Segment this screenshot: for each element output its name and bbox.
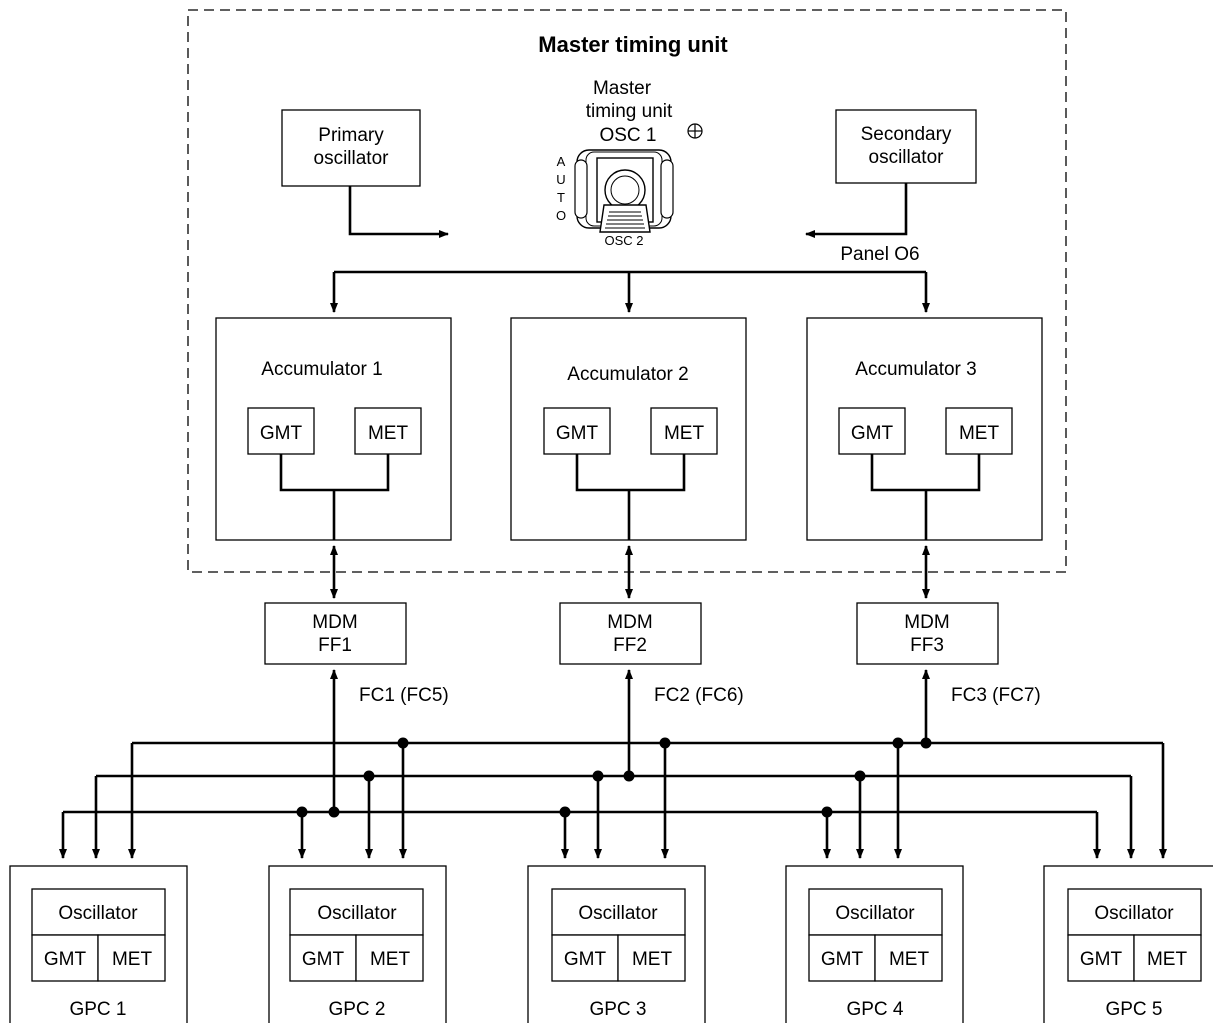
mdm-ff3: MDM FF3 xyxy=(856,602,999,665)
svg-text:GPC 3: GPC 3 xyxy=(589,999,646,1020)
svg-text:Oscillator: Oscillator xyxy=(317,903,397,924)
svg-text:Accumulator 2: Accumulator 2 xyxy=(567,364,688,385)
switch-label-line1: Master xyxy=(593,78,652,99)
accumulator-3: Accumulator 3 GMT MET xyxy=(806,317,1043,541)
svg-text:FF3: FF3 xyxy=(910,635,944,656)
svg-text:Oscillator: Oscillator xyxy=(1094,903,1174,924)
svg-text:Accumulator 3: Accumulator 3 xyxy=(855,359,976,380)
svg-text:oscillator: oscillator xyxy=(314,148,390,169)
svg-text:GMT: GMT xyxy=(44,949,87,970)
bus-label-fc2: FC2 (FC6) xyxy=(654,685,744,706)
secondary-oscillator: Secondary oscillator xyxy=(835,109,977,184)
svg-text:MET: MET xyxy=(632,949,673,970)
svg-text:Oscillator: Oscillator xyxy=(58,903,138,924)
osc2-label: OSC 2 xyxy=(604,233,643,248)
svg-text:GPC 4: GPC 4 xyxy=(846,999,903,1020)
gpc-4: Oscillator GMT MET GPC 4 xyxy=(785,865,964,1023)
auto-letter-o: O xyxy=(556,208,566,223)
svg-text:Primary: Primary xyxy=(318,125,384,146)
accumulator-2: Accumulator 2 GMT MET xyxy=(510,317,747,541)
gpc-3: Oscillator GMT MET GPC 3 xyxy=(527,865,706,1023)
primary-oscillator: Primary oscillator xyxy=(281,109,421,187)
svg-text:GPC 2: GPC 2 xyxy=(328,999,385,1020)
svg-text:MDM: MDM xyxy=(312,612,357,633)
svg-text:MDM: MDM xyxy=(607,612,652,633)
mdm-ff2: MDM FF2 xyxy=(559,602,702,665)
svg-text:GMT: GMT xyxy=(302,949,345,970)
screw-icon xyxy=(687,123,703,139)
svg-text:MET: MET xyxy=(370,949,411,970)
accumulator-1: Accumulator 1 GMT MET xyxy=(215,317,452,541)
svg-text:GMT: GMT xyxy=(564,949,607,970)
bus-label-fc1: FC1 (FC5) xyxy=(359,685,449,706)
svg-text:GMT: GMT xyxy=(821,949,864,970)
switch-label-line2: timing unit xyxy=(586,101,673,122)
svg-text:GMT: GMT xyxy=(260,423,303,444)
secondary-output-arrow xyxy=(805,183,908,238)
gpc-1: Oscillator GMT MET GPC 1 xyxy=(9,865,188,1023)
panel-label: Panel O6 xyxy=(840,244,919,265)
auto-letter-t: T xyxy=(557,190,565,205)
switch-label-line3: OSC 1 xyxy=(599,125,656,146)
svg-text:FF2: FF2 xyxy=(613,635,647,656)
svg-text:MET: MET xyxy=(959,423,1000,444)
mdm-ff1: MDM FF1 xyxy=(264,602,407,665)
primary-output-arrow xyxy=(348,186,449,238)
svg-text:MDM: MDM xyxy=(904,612,949,633)
svg-text:Oscillator: Oscillator xyxy=(835,903,915,924)
svg-text:Oscillator: Oscillator xyxy=(578,903,658,924)
bus-label-fc3: FC3 (FC7) xyxy=(951,685,1041,706)
auto-letter-u: U xyxy=(556,172,565,187)
svg-text:GMT: GMT xyxy=(851,423,894,444)
svg-text:GMT: GMT xyxy=(1080,949,1123,970)
toggle-switch-icon[interactable] xyxy=(574,149,674,233)
svg-text:MET: MET xyxy=(112,949,153,970)
svg-text:MET: MET xyxy=(368,423,409,444)
svg-text:Secondary: Secondary xyxy=(861,124,952,145)
svg-text:MET: MET xyxy=(1147,949,1188,970)
svg-text:GMT: GMT xyxy=(556,423,599,444)
svg-text:Accumulator 1: Accumulator 1 xyxy=(261,359,382,380)
svg-text:FF1: FF1 xyxy=(318,635,352,656)
svg-text:MET: MET xyxy=(889,949,930,970)
svg-text:GPC 5: GPC 5 xyxy=(1105,999,1162,1020)
svg-text:oscillator: oscillator xyxy=(869,147,945,168)
bus-c xyxy=(59,806,1101,859)
bus-b xyxy=(92,770,1135,859)
svg-text:MET: MET xyxy=(664,423,705,444)
svg-text:GPC 1: GPC 1 xyxy=(69,999,126,1020)
gpc-2: Oscillator GMT MET GPC 2 xyxy=(268,865,447,1023)
gpc-5: Oscillator GMT MET GPC 5 xyxy=(1043,865,1213,1023)
bus-a xyxy=(128,737,1167,859)
auto-letter-a: A xyxy=(557,154,566,169)
master-title: Master timing unit xyxy=(538,32,728,57)
